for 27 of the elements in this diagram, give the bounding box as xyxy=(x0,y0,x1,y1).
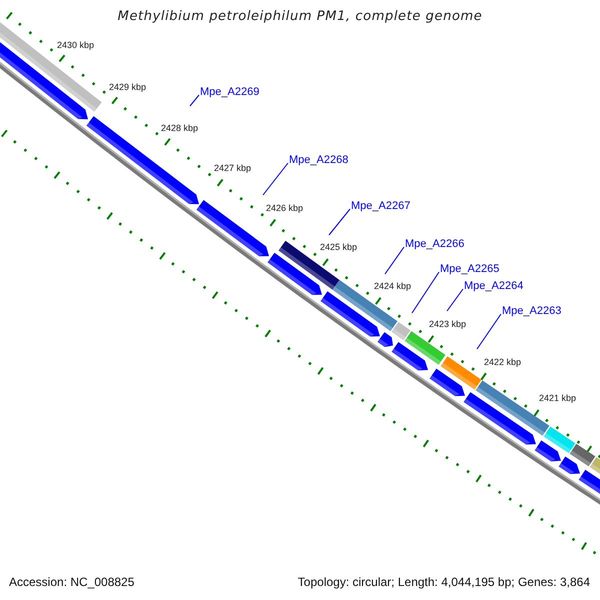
tick-label: 2425 kbp xyxy=(320,242,358,252)
leader-line xyxy=(412,272,440,314)
tick-label: 2428 kbp xyxy=(161,123,198,133)
leader-line xyxy=(262,162,288,196)
diagram-title: Methylibium petroleiphilum PM1, complete genome xyxy=(118,9,482,24)
leader-line xyxy=(476,314,502,350)
gene-label: Mpe_A2268 xyxy=(289,154,348,167)
leader-line xyxy=(328,208,350,236)
gene-label: Mpe_A2263 xyxy=(502,305,562,318)
accession-text: Accession: NC_008825 xyxy=(9,575,134,589)
gene-label: Mpe_A2264 xyxy=(464,280,524,293)
tick-label: 2421 kbp xyxy=(539,393,576,403)
tick-label: 2429 kbp xyxy=(109,82,146,92)
tick-label: 2430 kbp xyxy=(57,40,94,50)
leader-line xyxy=(384,246,404,274)
gene-label: Mpe_A2267 xyxy=(351,200,410,213)
leader-line xyxy=(446,288,464,312)
tick-label: 2422 kbp xyxy=(484,357,522,367)
gene-label: Mpe_A2265 xyxy=(440,263,500,276)
tick-label: 2427 kbp xyxy=(214,163,252,173)
gene-label: Mpe_A2266 xyxy=(405,238,464,251)
tick-label: 2426 kbp xyxy=(266,203,304,213)
gene-label: Mpe_A2269 xyxy=(200,86,260,99)
leader-line xyxy=(190,94,200,106)
tick-label: 2424 kbp xyxy=(374,281,412,291)
genome-info-text: Topology: circular; Length: 4,044,195 bp; Genes: 3,864 xyxy=(298,575,590,589)
tick-label: 2423 kbp xyxy=(429,319,466,329)
